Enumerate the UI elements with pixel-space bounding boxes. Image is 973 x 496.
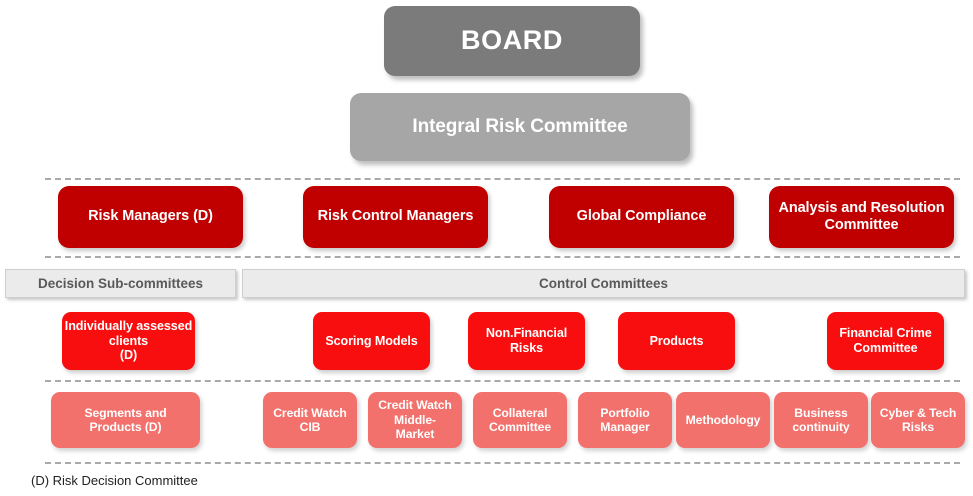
dashed-separator-top xyxy=(45,178,960,180)
node-financial-crime-committee[interactable]: Financial Crime Committee xyxy=(827,312,944,370)
node-methodology[interactable]: Methodology xyxy=(676,392,770,448)
node-products[interactable]: Products xyxy=(618,312,735,370)
node-collateral-committee[interactable]: Collateral Committee xyxy=(473,392,567,448)
node-scoring-models[interactable]: Scoring Models xyxy=(313,312,430,370)
node-credit-watch-cib[interactable]: Credit Watch CIB xyxy=(263,392,357,448)
node-risk-managers[interactable]: Risk Managers (D) xyxy=(58,186,243,248)
node-credit-watch-middle-market[interactable]: Credit Watch Middle- Market xyxy=(368,392,462,448)
node-board[interactable]: BOARD xyxy=(384,6,640,76)
node-integral-risk-committee[interactable]: Integral Risk Committee xyxy=(350,93,690,161)
node-cyber-and-tech-risks[interactable]: Cyber & Tech Risks xyxy=(871,392,965,448)
banner-control-committees[interactable]: Control Committees xyxy=(242,269,965,298)
node-business-continuity[interactable]: Business continuity xyxy=(774,392,868,448)
dashed-separator-bottom xyxy=(45,462,960,464)
footnote-legend: (D) Risk Decision Committee xyxy=(31,473,198,488)
node-global-compliance[interactable]: Global Compliance xyxy=(549,186,734,248)
node-non-financial-risks[interactable]: Non.Financial Risks xyxy=(468,312,585,370)
node-individually-assessed-clients[interactable]: Individually assessed clients (D) xyxy=(62,312,195,370)
node-segments-and-products[interactable]: Segments and Products (D) xyxy=(51,392,200,448)
dashed-separator-subcommittees-bottom xyxy=(45,380,960,382)
dashed-separator-committees-bottom xyxy=(45,256,960,258)
node-analysis-and-resolution-committee[interactable]: Analysis and Resolution Committee xyxy=(769,186,954,248)
banner-decision-sub-committees[interactable]: Decision Sub-committees xyxy=(5,269,236,298)
node-risk-control-managers[interactable]: Risk Control Managers xyxy=(303,186,488,248)
node-portfolio-manager[interactable]: Portfolio Manager xyxy=(578,392,672,448)
